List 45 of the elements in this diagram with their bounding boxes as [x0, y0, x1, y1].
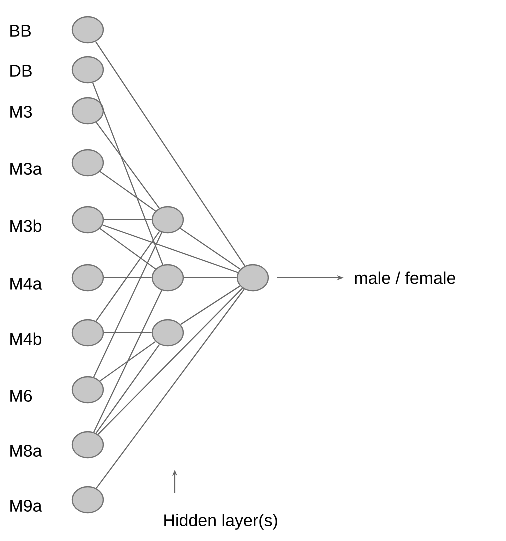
input-label: M4b [10, 332, 42, 346]
neuron-circle [72, 264, 104, 292]
connection-line [104, 277, 152, 279]
connection-line [96, 122, 160, 209]
connection-line [100, 341, 156, 382]
connection-line [93, 232, 163, 378]
neuron-circle [72, 376, 104, 404]
neuron-circle [72, 431, 104, 459]
neuron-circle [72, 149, 104, 177]
neuron-circle [72, 319, 104, 347]
layer-label: Hidden layer(s) [164, 514, 278, 530]
connection-line [98, 288, 244, 435]
input-label: M3a [10, 162, 42, 176]
connection-line [100, 228, 156, 270]
neuron-circle [72, 206, 104, 234]
output-label: male / female [355, 272, 456, 284]
input-label: DB [10, 65, 32, 77]
connection-line [102, 224, 238, 274]
input-label: M8a [10, 444, 42, 458]
input-label: BB [10, 25, 31, 37]
neuron-circle [152, 264, 184, 292]
connection-line [104, 219, 152, 221]
neuron-circle [72, 486, 104, 514]
connection-line [96, 231, 160, 322]
connection-line [180, 228, 241, 270]
connection-line [94, 290, 162, 433]
connection-line [104, 332, 152, 334]
neuron-circle [152, 206, 184, 234]
connection-line [95, 42, 246, 266]
neuron-circle [72, 56, 104, 84]
input-label: M6 [10, 390, 32, 402]
input-label: M9a [10, 500, 42, 512]
connection-line [184, 277, 237, 279]
connection-line [180, 286, 241, 326]
connection-line [96, 344, 160, 434]
input-label: M4a [10, 278, 42, 290]
connection-line [92, 82, 164, 266]
neuron-circle [72, 16, 104, 44]
connection-line [100, 171, 156, 212]
neuron-circle [72, 97, 104, 125]
input-label: M3b [10, 220, 42, 232]
neuron-circle [152, 319, 184, 347]
connection-line [96, 289, 245, 489]
input-label: M3 [10, 106, 32, 118]
neuron-circle [236, 264, 270, 292]
